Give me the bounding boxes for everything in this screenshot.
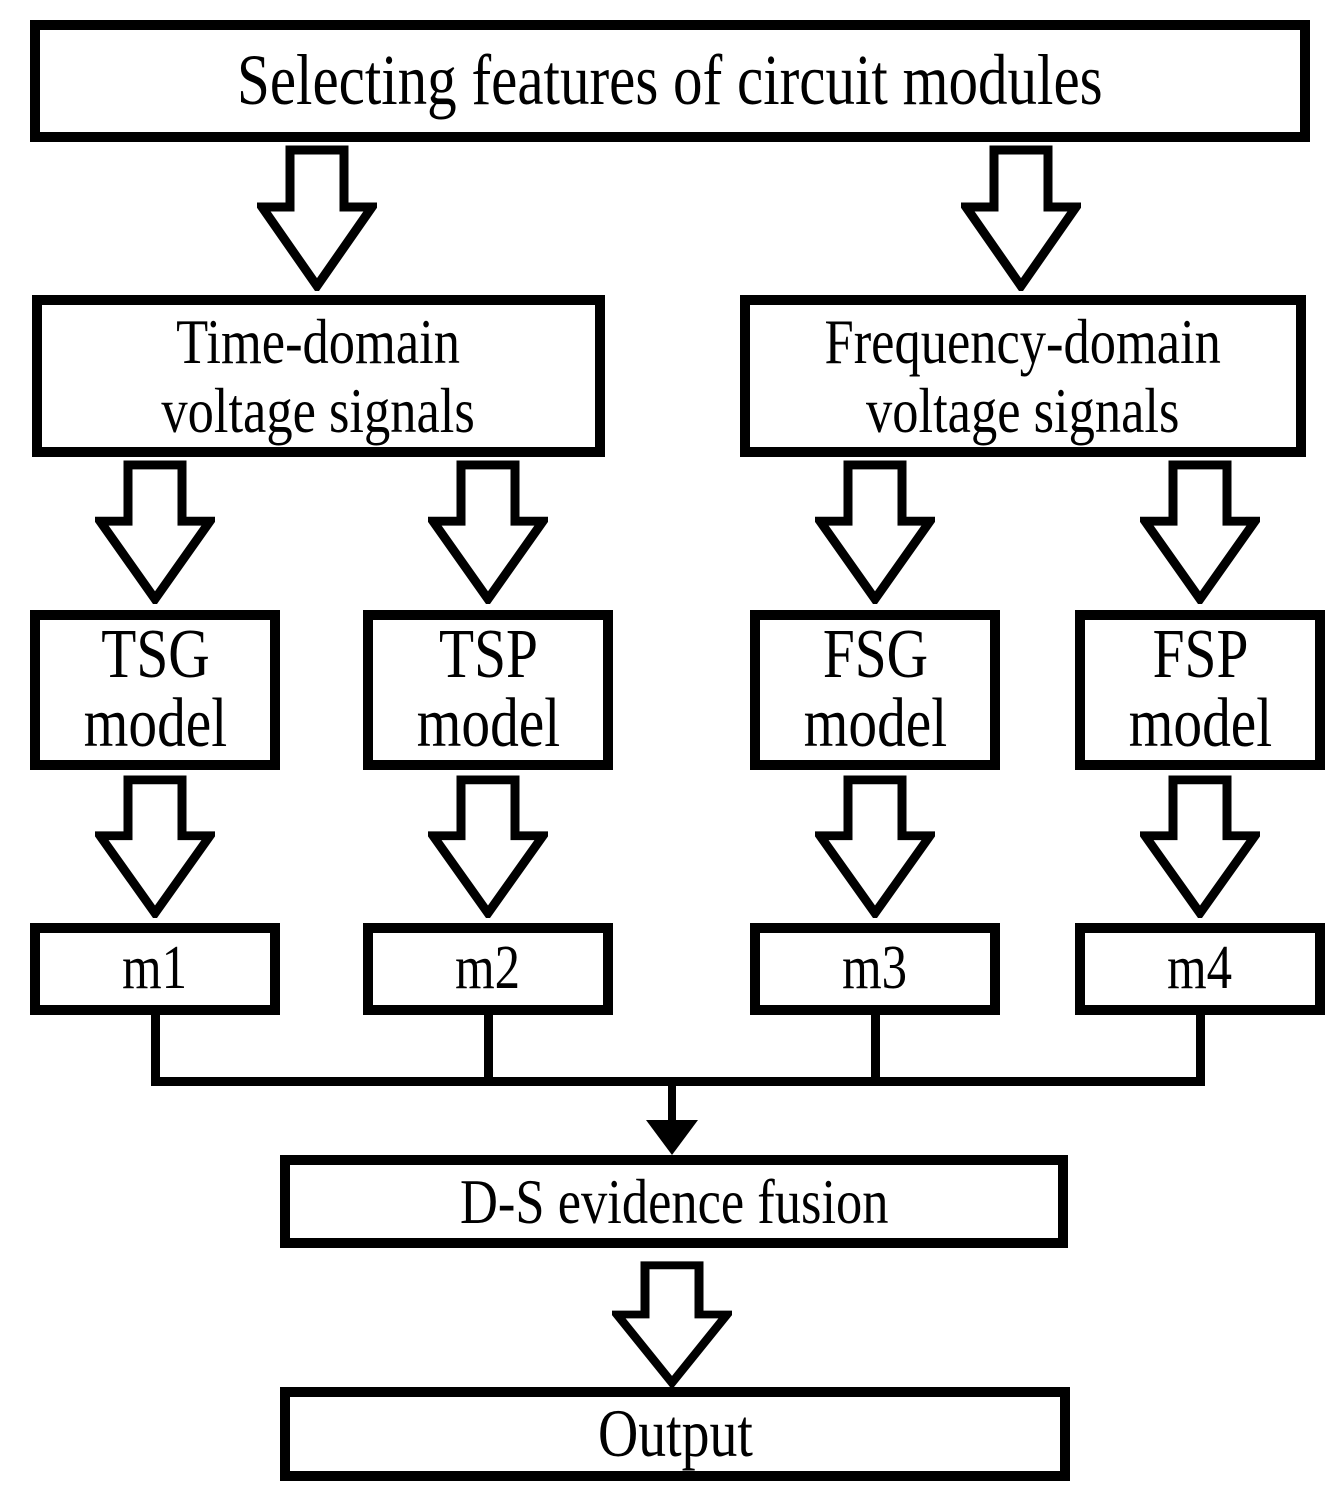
down-arrow-icon bbox=[1140, 775, 1260, 918]
tsp-line2: model bbox=[416, 685, 560, 762]
tsg-line2: model bbox=[83, 685, 227, 762]
frequency-domain-label: Frequency-domain voltage signals bbox=[825, 307, 1221, 445]
m3-box: m3 bbox=[750, 923, 1000, 1015]
fsp-line2: model bbox=[1128, 685, 1272, 762]
tsp-model-box: TSP model bbox=[363, 610, 613, 770]
down-arrow-icon bbox=[95, 775, 215, 918]
down-arrow-icon bbox=[428, 775, 548, 918]
fsg-model-label: FSG model bbox=[803, 616, 947, 762]
m1-label: m1 bbox=[122, 934, 188, 1003]
down-arrow-icon bbox=[612, 1261, 732, 1387]
tsg-model-label: TSG model bbox=[83, 616, 227, 762]
m3-label: m3 bbox=[842, 934, 908, 1003]
frequency-domain-line2: voltage signals bbox=[866, 375, 1180, 446]
ds-fusion-box: D-S evidence fusion bbox=[280, 1155, 1068, 1248]
time-domain-label: Time-domain voltage signals bbox=[162, 307, 475, 445]
tsp-line1: TSP bbox=[438, 616, 538, 694]
down-arrow-icon bbox=[257, 145, 377, 291]
fsg-line2: model bbox=[803, 685, 947, 762]
frequency-domain-box: Frequency-domain voltage signals bbox=[740, 295, 1306, 457]
time-domain-box: Time-domain voltage signals bbox=[32, 295, 605, 457]
down-arrow-icon bbox=[815, 775, 935, 918]
fsp-line1: FSP bbox=[1152, 616, 1248, 694]
m2-label: m2 bbox=[455, 934, 521, 1003]
down-arrow-icon bbox=[815, 460, 935, 604]
m4-box: m4 bbox=[1075, 923, 1325, 1015]
tsg-model-box: TSG model bbox=[30, 610, 280, 770]
tsg-line1: TSG bbox=[100, 616, 210, 694]
fsg-line1: FSG bbox=[822, 616, 928, 694]
fsp-model-box: FSP model bbox=[1075, 610, 1325, 770]
m2-box: m2 bbox=[363, 923, 613, 1015]
ds-fusion-label: D-S evidence fusion bbox=[459, 1165, 889, 1237]
time-domain-line2: voltage signals bbox=[161, 375, 476, 446]
down-arrow-icon bbox=[1140, 460, 1260, 604]
output-label: Output bbox=[597, 1395, 753, 1472]
connector-line-m3 bbox=[871, 1010, 880, 1080]
down-arrow-icon bbox=[95, 460, 215, 604]
output-box: Output bbox=[280, 1387, 1070, 1481]
select-features-box: Selecting features of circuit modules bbox=[30, 20, 1310, 142]
time-domain-line1: Time-domain bbox=[176, 305, 461, 377]
down-arrow-icon bbox=[428, 460, 548, 604]
connector-line-m2 bbox=[484, 1010, 493, 1080]
fsg-model-box: FSG model bbox=[750, 610, 1000, 770]
m1-box: m1 bbox=[30, 923, 280, 1015]
tsp-model-label: TSP model bbox=[416, 616, 560, 762]
connector-line-m4 bbox=[1196, 1010, 1205, 1080]
fsp-model-label: FSP model bbox=[1128, 616, 1272, 762]
select-features-label: Selecting features of circuit modules bbox=[237, 40, 1103, 121]
merge-bus-line bbox=[151, 1077, 1205, 1086]
connector-line-m1 bbox=[151, 1010, 160, 1080]
solid-down-arrow-icon bbox=[646, 1086, 698, 1155]
down-arrow-icon bbox=[961, 145, 1081, 291]
frequency-domain-line1: Frequency-domain bbox=[824, 305, 1222, 377]
m4-label: m4 bbox=[1167, 934, 1233, 1003]
